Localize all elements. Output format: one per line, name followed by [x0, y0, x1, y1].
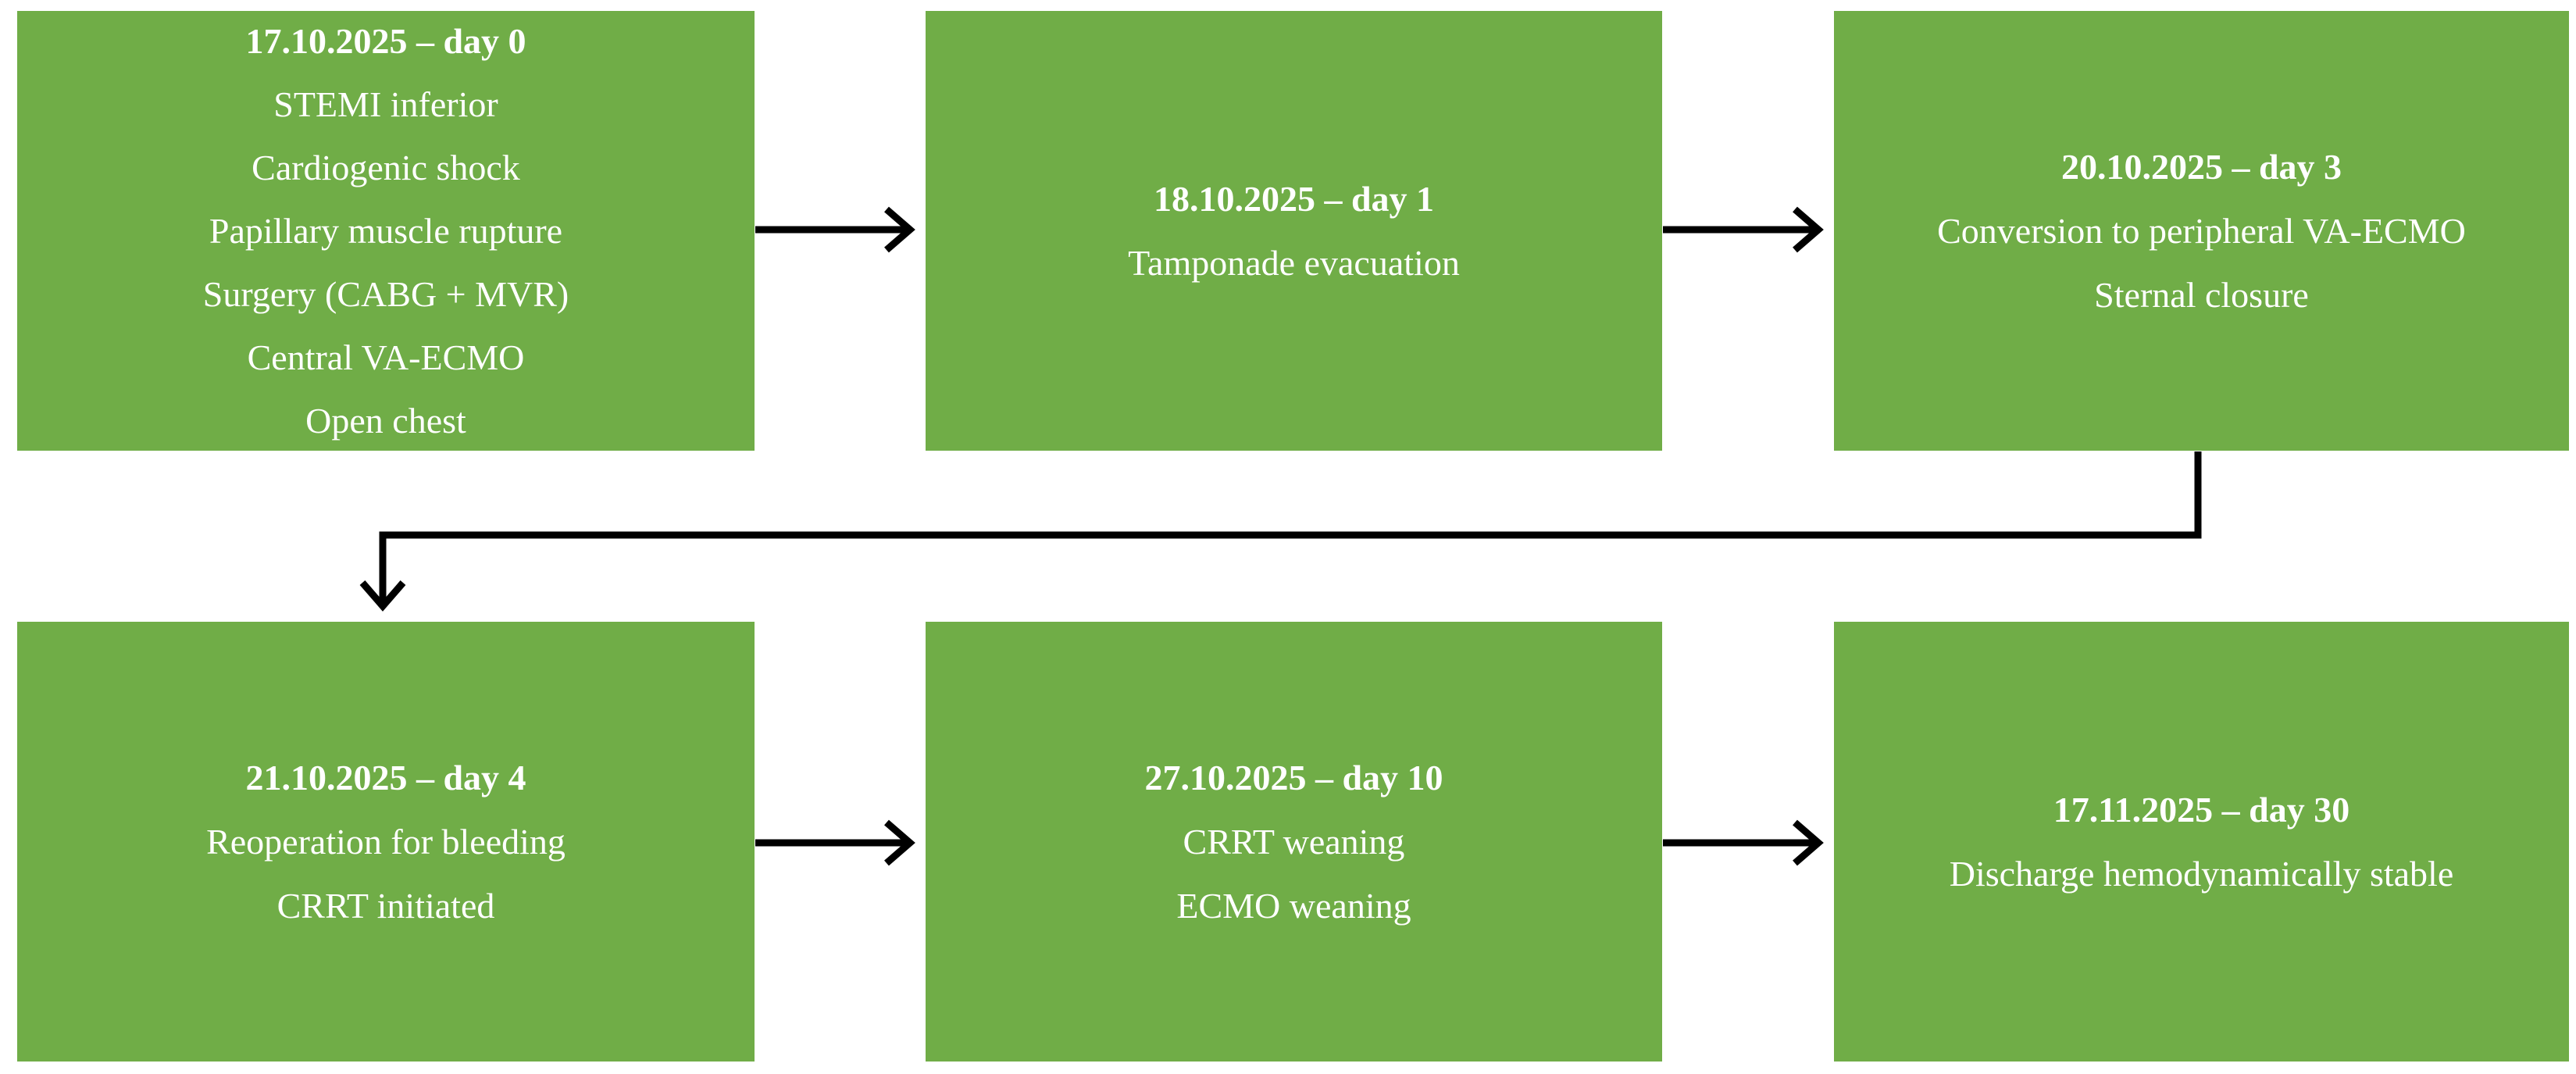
- event-detail: Conversion to peripheral VA-ECMO: [1937, 210, 2466, 251]
- arrow-day3-to-day4: [379, 451, 2202, 604]
- event-detail: CRRT initiated: [277, 885, 495, 926]
- event-box-day-1: 18.10.2025 – day 1 Tamponade evacuation: [926, 11, 1662, 451]
- event-detail: CRRT weaning: [1183, 821, 1405, 862]
- event-detail: Surgery (CABG + MVR): [202, 274, 569, 314]
- event-date: 17.10.2025 – day 0: [245, 21, 526, 61]
- event-box-day-10: 27.10.2025 – day 10 CRRT weaning ECMO we…: [926, 622, 1662, 1062]
- event-box-day-0: 17.10.2025 – day 0 STEMI inferior Cardio…: [17, 11, 755, 451]
- arrowhead-icon: [359, 580, 406, 612]
- event-detail: Papillary muscle rupture: [209, 211, 563, 251]
- event-box-day-4: 21.10.2025 – day 4 Reoperation for bleed…: [17, 622, 755, 1062]
- event-box-day-3: 20.10.2025 – day 3 Conversion to periphe…: [1834, 11, 2569, 451]
- event-detail: Reoperation for bleeding: [206, 821, 566, 862]
- event-detail: STEMI inferior: [273, 84, 498, 124]
- event-date: 18.10.2025 – day 1: [1153, 178, 1435, 219]
- event-date: 20.10.2025 – day 3: [2060, 146, 2342, 187]
- event-detail: ECMO weaning: [1176, 885, 1411, 926]
- event-detail: Central VA-ECMO: [247, 337, 525, 377]
- arrowhead-icon: [1793, 206, 1824, 253]
- event-detail: Tamponade evacuation: [1128, 242, 1460, 283]
- event-detail: Cardiogenic shock: [252, 148, 520, 187]
- arrowhead-icon: [884, 206, 915, 253]
- arrowhead-icon: [884, 819, 915, 866]
- event-date: 21.10.2025 – day 4: [245, 757, 526, 797]
- event-date: 17.11.2025 – day 30: [2053, 789, 2350, 830]
- event-detail: Sternal closure: [2094, 274, 2309, 315]
- event-box-day-30: 17.11.2025 – day 30 Discharge hemodynami…: [1834, 622, 2569, 1062]
- event-detail: Open chest: [305, 401, 466, 441]
- event-date: 27.10.2025 – day 10: [1144, 757, 1443, 797]
- arrowhead-icon: [1793, 819, 1824, 866]
- event-detail: Discharge hemodynamically stable: [1949, 853, 2454, 894]
